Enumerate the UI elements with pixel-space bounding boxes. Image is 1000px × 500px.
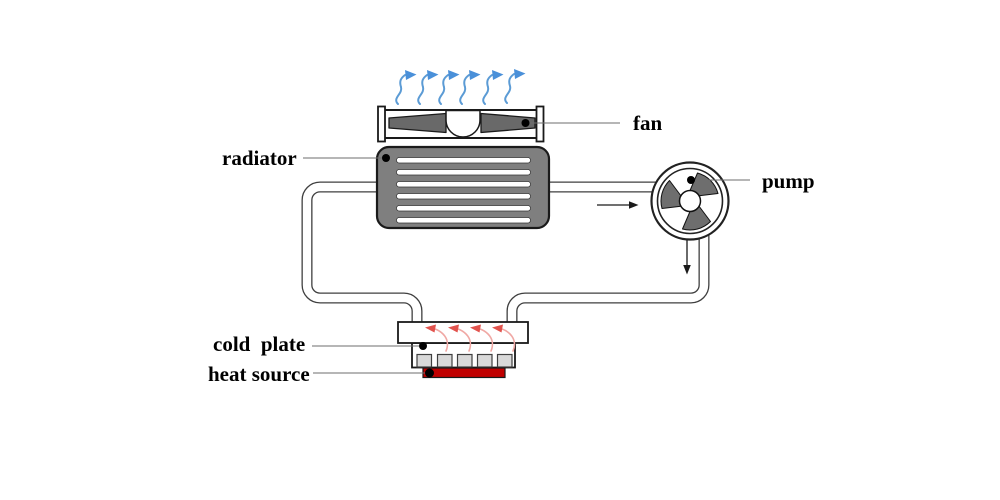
label-pump: pump [762,169,815,193]
callout-cold-plate: cold plate [213,332,427,356]
flow-arrow-down [683,240,691,275]
radiator [375,145,551,230]
fan-flange-left [377,105,386,143]
callout-pump: pump [687,169,815,193]
cold-plate-assembly [397,321,529,379]
pump [650,161,730,241]
fan-blade-left [388,112,447,134]
label-radiator: radiator [222,146,297,170]
label-fan: fan [633,111,662,135]
radiator-slats [396,157,531,224]
fan-blade-right [480,112,536,134]
pump-impeller [660,172,719,231]
pump-anchor-dot [687,176,695,184]
flow-arrow-right [597,201,639,209]
callout-heat-source: heat source [208,362,434,386]
fan [377,105,545,143]
label-heat-source: heat source [208,362,310,386]
callout-radiator: radiator [222,146,390,170]
callout-fan: fan [521,111,662,135]
pump-hub [678,189,702,213]
airflow-arrows [395,68,527,105]
coolant-pipe-left-loop [301,181,423,330]
cold-plate-fins [416,353,513,368]
label-cold-plate: cold plate [213,332,305,356]
heat-source-anchor-dot [425,368,434,378]
fan-anchor-dot [521,119,530,127]
cold-plate-anchor-dot [419,342,427,350]
fan-flange-right [535,105,545,143]
fan-hub [445,109,481,138]
heat-source-bar [422,367,506,379]
radiator-anchor-dot [382,154,390,162]
